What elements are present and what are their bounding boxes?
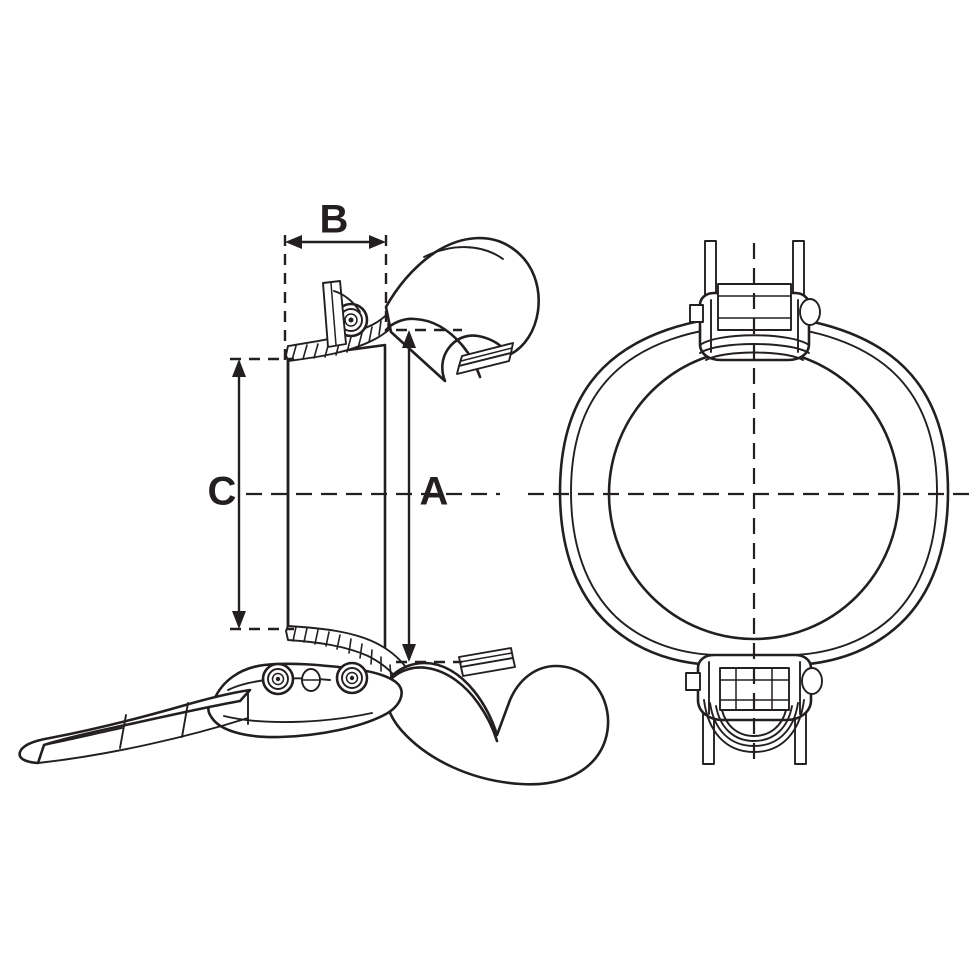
base-rivet-left	[261, 662, 295, 696]
dimension-A: A	[396, 328, 462, 664]
dimension-label-B: B	[320, 198, 349, 242]
front-view-group	[528, 240, 977, 765]
lower-jaw-tip	[458, 647, 516, 677]
dimension-label-A: A	[420, 470, 449, 514]
upper-latch-keeper	[322, 280, 347, 348]
dimension-C: C	[208, 357, 294, 631]
dimension-annotations: B C A	[208, 198, 500, 664]
bottom-latch-bracket	[685, 653, 823, 765]
dimension-B: B	[283, 198, 388, 364]
hatching-lower	[292, 626, 392, 679]
hook-shank	[286, 343, 387, 653]
base-rivet-right	[335, 661, 369, 695]
upper-hook-jaw	[384, 236, 540, 383]
side-view-group	[18, 236, 610, 786]
upper-jaw-tip	[456, 342, 514, 375]
release-lever-handle	[18, 688, 252, 765]
dimension-label-C: C	[208, 470, 237, 514]
lower-hook-jaw	[385, 647, 610, 786]
base-rivet-center	[301, 668, 321, 692]
